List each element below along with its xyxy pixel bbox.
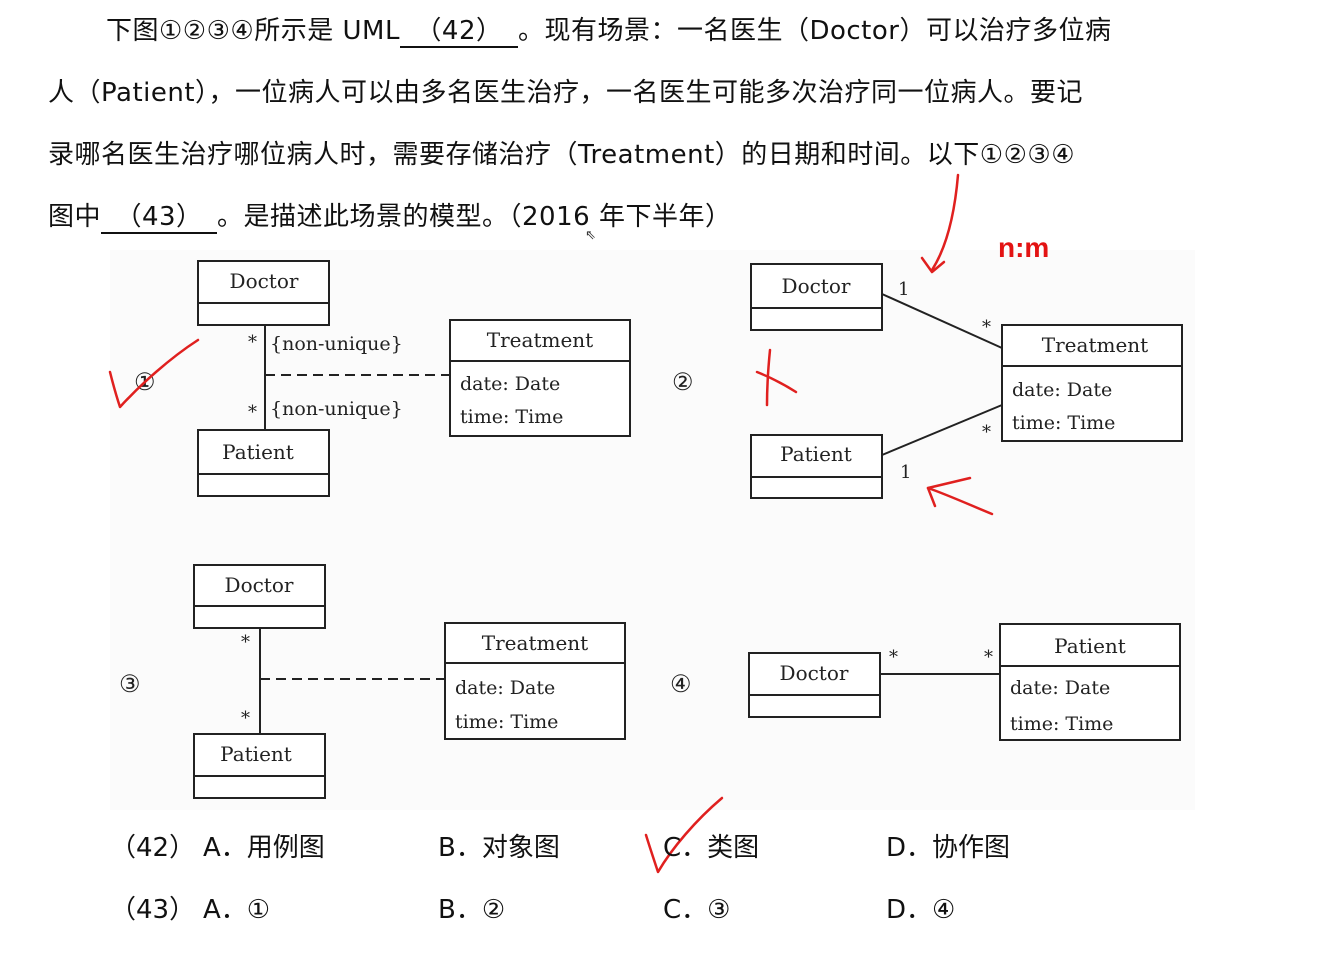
- d4-patient-class: [999, 623, 1181, 741]
- d2-mult-doctor: 1: [898, 279, 909, 300]
- d2-treatment-class: [1001, 324, 1183, 442]
- d4-mult-patient: *: [984, 647, 993, 668]
- d1-mult-bottom: *: [248, 402, 257, 423]
- q42-option-a: A．用例图: [203, 833, 325, 863]
- d2-doctor-class: [750, 263, 883, 331]
- d2-mult-doctor-treatment: *: [982, 317, 991, 338]
- q42-label: （42）: [110, 833, 196, 863]
- d2-treatment-label: Treatment: [1042, 333, 1148, 357]
- d3-treatment-label: Treatment: [482, 631, 588, 655]
- d2-patient-treatment-line: [881, 404, 1003, 456]
- d2-mult-patient: 1: [900, 462, 911, 483]
- q42-option-c: C．类图: [663, 833, 760, 863]
- line1-end: 。现有场景：一名医生（Doctor）可以治疗多位病: [517, 16, 1112, 46]
- d4-doctor-label: Doctor: [780, 661, 849, 685]
- d2-doctor-label: Doctor: [782, 274, 851, 298]
- d2-doctor-treatment-line: [881, 293, 1003, 349]
- d3-treatment-class: [444, 622, 626, 740]
- d1-treatment-class: [449, 319, 631, 437]
- d1-mult-top: *: [248, 332, 257, 353]
- d2-attr-time: time: Time: [1012, 412, 1115, 434]
- diagram-4-number: ④: [670, 670, 692, 698]
- d3-doctor-class: [193, 564, 326, 629]
- q42-option-d: D．协作图: [886, 833, 1011, 863]
- d1-treatment-label: Treatment: [487, 328, 593, 352]
- diagram-2: ② Doctor Patient Treatment date: Date ti…: [672, 263, 1183, 499]
- line4-start: 图中: [48, 202, 102, 232]
- d3-attr-date: date: Date: [455, 677, 555, 699]
- d2-patient-class: [750, 434, 883, 499]
- d4-mult-doctor: *: [889, 647, 898, 668]
- d3-mult-top: *: [241, 632, 250, 653]
- d1-patient-label: Patient: [222, 440, 294, 464]
- question-line-4: 图中（43）。是描述此场景的模型。（2016 年下半年）: [48, 186, 1248, 248]
- diagram-2-number: ②: [672, 368, 694, 396]
- d3-patient-class: [193, 733, 326, 799]
- d1-patient-class: [197, 429, 330, 497]
- blank-43: （43）: [101, 202, 218, 234]
- d1-attr-date: date: Date: [460, 373, 560, 395]
- d1-doctor-label: Doctor: [230, 269, 299, 293]
- diagram-3: ③ Doctor Patient * * Treatment date: Dat…: [119, 564, 626, 799]
- question-line-2: 人（Patient），一位病人可以由多名医生治疗，一名医生可能多次治疗同一位病人…: [48, 78, 1084, 108]
- line4-end: 。是描述此场景的模型。（2016 年下半年）: [217, 202, 732, 232]
- blank-42: （42）: [399, 16, 518, 48]
- d2-attr-date: date: Date: [1012, 379, 1112, 401]
- d2-mult-patient-treatment: *: [982, 422, 991, 443]
- question-line-1: 下图①②③④所示是 UML（42）。现有场景：一名医生（Doctor）可以治疗多…: [48, 0, 1248, 62]
- d4-doctor-class: [748, 652, 881, 718]
- line1-start: 下图①②③④所示是 UML: [106, 16, 400, 46]
- diagram-1: ① Doctor Patient * * {non-unique} {non-u…: [134, 260, 631, 497]
- annotation-nm: n:m: [998, 232, 1050, 263]
- question-line-3: 录哪名医生治疗哪位病人时，需要存储治疗（Treatment）的日期和时间。以下①…: [48, 140, 1076, 170]
- q43-option-c: C．③: [663, 895, 731, 925]
- d1-nonunique-1: {non-unique}: [270, 333, 403, 355]
- q43-label: （43）: [110, 895, 196, 925]
- q42-option-b: B．对象图: [438, 833, 560, 863]
- d4-attr-time: time: Time: [1010, 713, 1113, 735]
- d3-mult-bottom: *: [241, 708, 250, 729]
- diagram-3-number: ③: [119, 670, 141, 698]
- d1-doctor-class: [197, 260, 330, 326]
- diagram-1-number: ①: [134, 368, 156, 396]
- q43-option-a: A．①: [203, 895, 271, 925]
- d3-patient-label: Patient: [220, 742, 292, 766]
- d2-patient-label: Patient: [780, 442, 852, 466]
- d3-doctor-label: Doctor: [225, 573, 294, 597]
- d4-patient-label: Patient: [1054, 634, 1126, 658]
- mouse-cursor-icon: ⇖: [585, 228, 596, 243]
- d4-attr-date: date: Date: [1010, 677, 1110, 699]
- uml-diagrams-figure: ① Doctor Patient * * {non-unique} {non-u…: [110, 250, 1195, 810]
- q43-option-d: D．④: [886, 895, 956, 925]
- diagram-4: ④ Doctor Patient date: Date time: Time *…: [670, 623, 1181, 741]
- question-text: 下图①②③④所示是 UML（42）。现有场景：一名医生（Doctor）可以治疗多…: [48, 0, 1248, 248]
- d1-attr-time: time: Time: [460, 406, 563, 428]
- d1-nonunique-2: {non-unique}: [270, 398, 403, 420]
- uml-diagrams-svg: ① Doctor Patient * * {non-unique} {non-u…: [119, 260, 1183, 799]
- d3-attr-time: time: Time: [455, 711, 558, 733]
- q43-option-b: B．②: [438, 895, 506, 925]
